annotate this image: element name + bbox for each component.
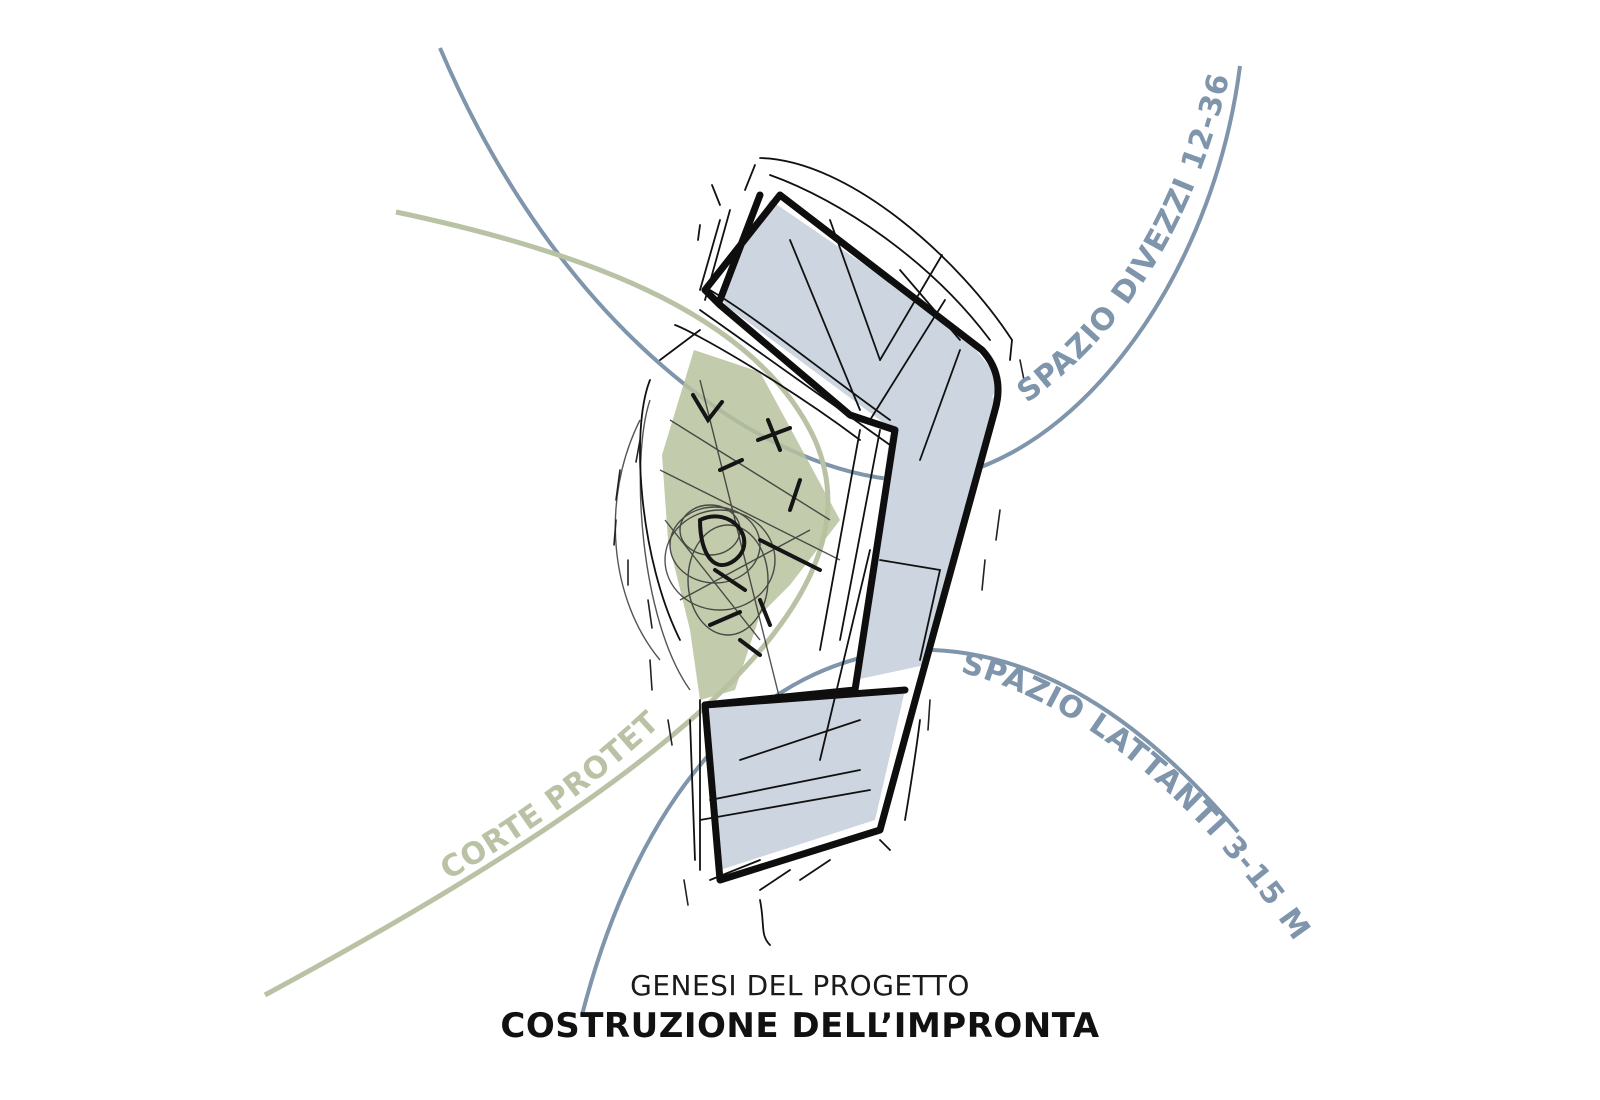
footprint-outline xyxy=(701,191,1002,884)
courtyard-scribbles xyxy=(614,379,841,701)
label-divezzi: SPAZIO DIVEZZI 12-36 MESI xyxy=(0,0,1240,410)
corte-arc xyxy=(263,209,831,998)
label-lattanti: SPAZIO LATTANTI 3-15 MESI xyxy=(0,0,1316,947)
diagram-subtitle: GENESI DEL PROGETTO xyxy=(630,969,970,1002)
label-corte: CORTE PROTETTA xyxy=(0,0,667,887)
diagram-title: COSTRUZIONE DELL’IMPRONTA xyxy=(500,1006,1100,1046)
title-block: GENESI DEL PROGETTO COSTRUZIONE DELL’IMP… xyxy=(0,968,1600,1048)
sketch-dashes xyxy=(613,359,1025,906)
courtyard-fill xyxy=(662,350,840,700)
courtyard-marks xyxy=(691,393,822,657)
lattanti-arc xyxy=(580,647,1240,1016)
sketch-lines xyxy=(639,157,1013,946)
